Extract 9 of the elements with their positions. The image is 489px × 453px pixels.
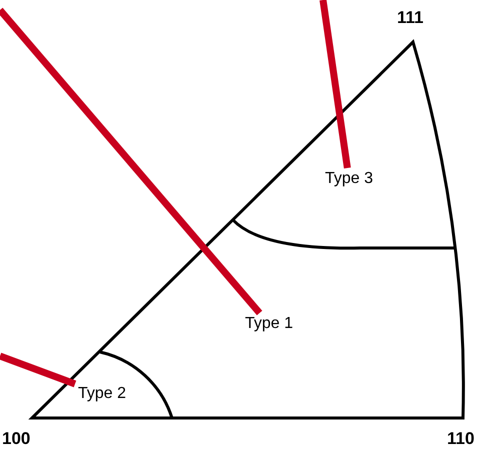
region-label: Type 2 (78, 386, 126, 402)
leader-line (320, 0, 351, 168)
region-label: Type 3 (325, 171, 374, 187)
miller-index-label: 111 (397, 9, 424, 26)
miller-index-label: 110 (447, 430, 474, 447)
leader-line (0, 352, 76, 388)
miller-index-label: 100 (2, 430, 30, 447)
region-label: Type 1 (245, 316, 294, 332)
leader-line (0, 8, 262, 316)
